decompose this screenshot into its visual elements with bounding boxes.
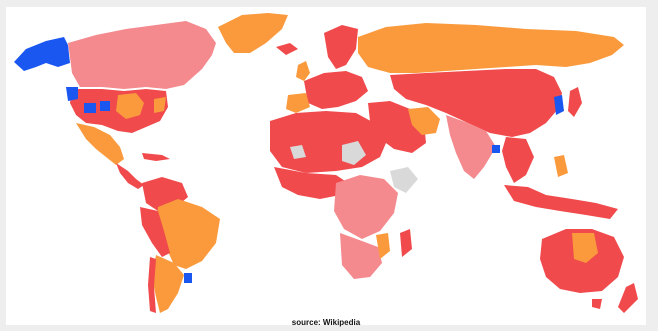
region-chile xyxy=(148,257,156,313)
region-greenland xyxy=(218,13,288,53)
region-scandinavia xyxy=(324,25,358,69)
region-southern-cone xyxy=(152,255,184,313)
region-horn-of-africa xyxy=(390,167,418,193)
region-iberia xyxy=(286,93,310,113)
region-tasmania xyxy=(592,299,602,309)
world-map-panel: source: Wikipedia xyxy=(6,7,646,327)
region-west-africa xyxy=(274,167,348,199)
source-caption: source: Wikipedia xyxy=(291,318,361,327)
region-russia xyxy=(358,23,624,73)
region-indonesia xyxy=(504,185,618,219)
region-uk xyxy=(296,61,310,81)
region-brazil xyxy=(156,199,220,269)
region-philippines xyxy=(554,155,568,177)
region-usa-blue-states xyxy=(66,87,110,113)
region-southern-africa xyxy=(340,233,382,279)
region-australia-orange xyxy=(572,233,598,263)
region-north-africa xyxy=(270,111,386,173)
region-central-africa xyxy=(334,175,398,239)
region-mozambique xyxy=(376,233,390,259)
region-canada xyxy=(68,21,216,89)
region-iceland xyxy=(276,43,298,55)
region-alaska xyxy=(14,37,70,71)
region-sahel-gray xyxy=(290,141,366,165)
region-usa-orange-states xyxy=(116,93,166,119)
region-south-asia xyxy=(446,115,496,179)
region-japan xyxy=(568,87,582,117)
region-bangladesh xyxy=(492,145,500,153)
region-southeast-asia xyxy=(502,137,534,183)
region-new-zealand xyxy=(618,283,638,313)
region-andes xyxy=(140,207,170,257)
region-uruguay xyxy=(184,273,192,283)
region-korea xyxy=(554,95,564,115)
region-western-europe xyxy=(304,71,368,109)
region-central-america xyxy=(116,163,144,189)
region-asia-red xyxy=(390,69,562,137)
region-caribbean xyxy=(142,153,170,161)
world-map xyxy=(14,13,638,313)
region-iran xyxy=(408,107,440,135)
region-madagascar xyxy=(400,229,412,257)
region-mexico xyxy=(76,123,124,165)
